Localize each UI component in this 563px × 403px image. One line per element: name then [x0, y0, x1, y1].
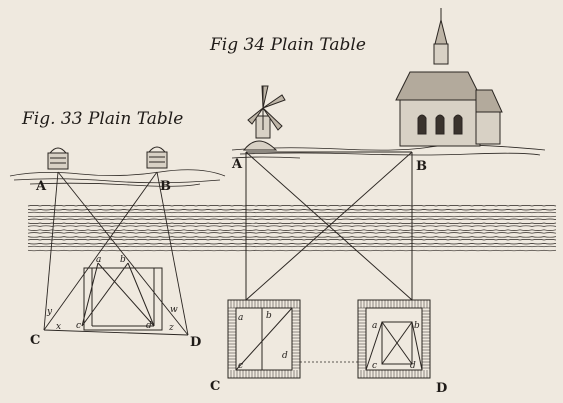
fig34-left-label-d: d	[282, 351, 288, 361]
river-wave-line	[27, 232, 557, 234]
fig34-left-table	[227, 299, 301, 379]
fig34-right-label-d: d	[410, 361, 416, 371]
fig33-label-C: C	[30, 333, 40, 348]
fig33-sight-lines	[43, 171, 189, 336]
fig34-label-B: B	[416, 159, 427, 174]
marker-B-icon	[146, 146, 168, 169]
fig33-label-y: y	[46, 307, 53, 317]
fig34-sight-lines	[245, 151, 413, 301]
river	[27, 205, 557, 252]
river-wave-line	[27, 225, 557, 227]
fig34-right-table	[357, 299, 431, 379]
river-wave-line	[27, 211, 557, 214]
fig33-table	[81, 262, 163, 331]
windmill-icon	[242, 85, 286, 151]
fig33-label-z: z	[168, 323, 174, 333]
river-wave-line	[27, 215, 557, 218]
river-wave-line	[27, 236, 557, 238]
fig34-right-label-b: b	[414, 321, 420, 331]
fig34-left-label-b: b	[266, 311, 272, 321]
river-wave-line	[27, 209, 557, 211]
fig33-title: Fig. 33 Plain Table	[21, 109, 183, 129]
fig34-label-D: D	[436, 381, 447, 396]
marker-A-icon	[47, 147, 69, 170]
fig34-left-label-c: c	[238, 361, 243, 371]
river-wave-line	[27, 205, 557, 207]
fig34-left-label-a: a	[238, 313, 243, 323]
river-wave-line	[27, 222, 557, 224]
fig33-label-w: w	[170, 305, 178, 315]
fig33-label-a: a	[96, 255, 101, 265]
river-wave-line	[27, 245, 557, 248]
table-hatching	[227, 300, 431, 378]
fig34-label-A: A	[231, 157, 243, 172]
fig33-label-A: A	[35, 179, 47, 194]
river-wave-line	[27, 249, 557, 252]
fig33-label-x: x	[56, 322, 61, 332]
fig33-label-B: B	[160, 179, 171, 194]
river-wave-line	[27, 218, 557, 220]
fig33-label-c: c	[76, 321, 81, 331]
fig34-right-label-a: a	[372, 321, 377, 331]
river-wave-line	[27, 243, 557, 245]
river-wave-line	[27, 229, 557, 231]
fig34-label-C: C	[210, 379, 220, 394]
river-wave-line	[27, 239, 557, 241]
fig34-title: Fig 34 Plain Table	[209, 35, 366, 55]
fig33-label-d: d	[146, 321, 152, 331]
fig33-label-b: b	[120, 255, 126, 265]
fig33-label-D: D	[190, 335, 201, 350]
fig34-right-label-c: c	[372, 361, 377, 371]
church-icon	[395, 8, 503, 147]
